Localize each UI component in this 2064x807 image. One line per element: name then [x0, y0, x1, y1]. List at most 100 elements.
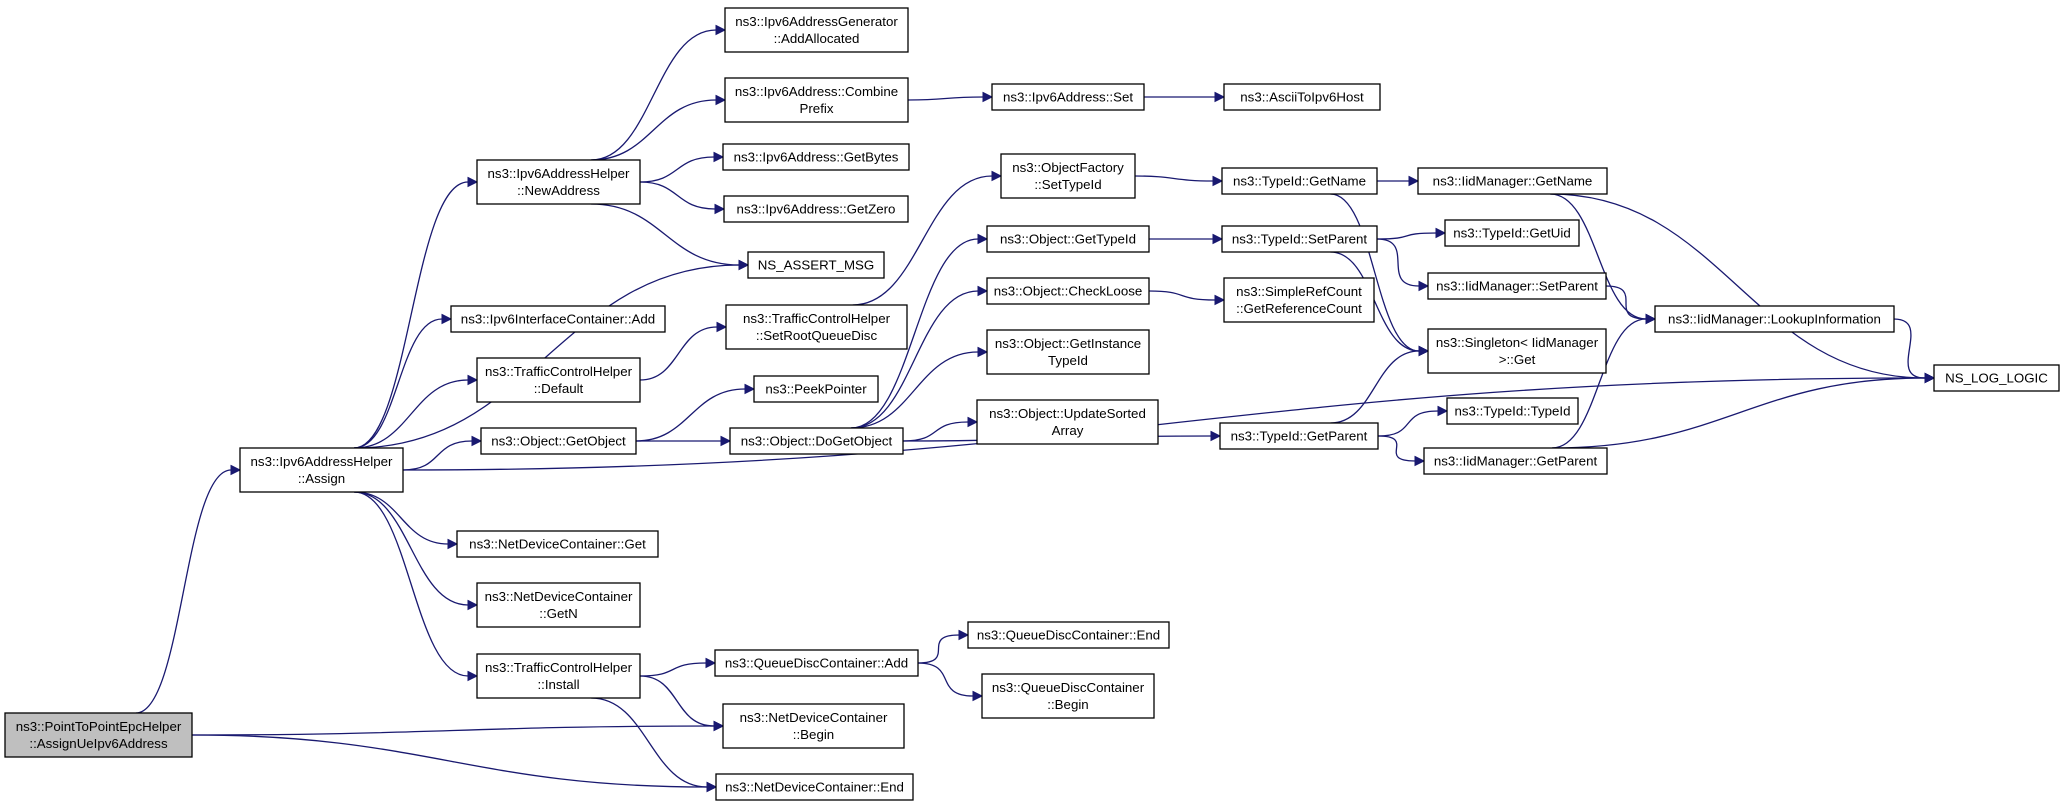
node-label: ns3::SimpleRefCount: [1236, 284, 1362, 299]
node-assign[interactable]: ns3::Ipv6AddressHelper::Assign: [239, 447, 404, 493]
node-obj-gettypeid[interactable]: ns3::Object::GetTypeId: [986, 225, 1150, 253]
node-box: [1221, 225, 1378, 253]
node-typeid-getparent[interactable]: ns3::TypeId::GetParent: [1219, 422, 1379, 450]
node-label: ::GetReferenceCount: [1236, 301, 1362, 316]
node-label: ns3::TypeId::TypeId: [1454, 404, 1570, 419]
node-obj-dogetobject[interactable]: ns3::Object::DoGetObject: [729, 427, 904, 455]
node-typeid-getname[interactable]: ns3::TypeId::GetName: [1221, 167, 1378, 195]
node-objfactory-settypeid[interactable]: ns3::ObjectFactory::SetTypeId: [1000, 153, 1136, 199]
arrowhead: [716, 321, 728, 333]
node-label: ns3::NetDeviceContainer: [485, 589, 633, 604]
node-box: [986, 277, 1150, 305]
node-iidmgr-setparent[interactable]: ns3::IidManager::SetParent: [1427, 272, 1607, 300]
node-ipv6-getbytes[interactable]: ns3::Ipv6Address::GetBytes: [722, 143, 910, 171]
node-label: ::SetRootQueueDisc: [756, 328, 878, 343]
node-obj-checkloose[interactable]: ns3::Object::CheckLoose: [986, 277, 1150, 305]
node-label: ns3::TypeId::SetParent: [1232, 232, 1368, 247]
node-singleton-get[interactable]: ns3::Singleton< IidManager>::Get: [1427, 328, 1607, 374]
call-edge: [635, 388, 746, 442]
node-label: ns3::TypeId::GetUid: [1453, 226, 1571, 241]
node-label: ns3::NetDeviceContainer::Get: [469, 537, 646, 552]
node-typeid-getuid[interactable]: ns3::TypeId::GetUid: [1444, 219, 1580, 247]
node-label: ns3::Object::DoGetObject: [741, 434, 893, 449]
call-edge: [354, 318, 443, 449]
node-label: ns3::NetDeviceContainer: [740, 710, 888, 725]
arrowhead: [1414, 455, 1426, 467]
arrowhead: [467, 670, 479, 682]
node-box: [1444, 219, 1580, 247]
node-asciitoipv6host[interactable]: ns3::AsciiToIpv6Host: [1223, 83, 1381, 111]
call-edge: [591, 29, 717, 161]
node-label: ns3::PointToPointEpcHelper: [16, 719, 182, 734]
arrowhead: [441, 313, 453, 325]
call-edge: [639, 675, 715, 727]
call-edge: [354, 491, 469, 677]
node-tch-default[interactable]: ns3::TrafficControlHelper::Default: [476, 357, 641, 403]
arrowhead: [471, 435, 483, 447]
call-edge: [1605, 285, 1647, 320]
node-ndc-end[interactable]: ns3::NetDeviceContainer::End: [715, 773, 914, 801]
node-iidmgr-getname[interactable]: ns3::IidManager::GetName: [1417, 167, 1608, 195]
node-typeid-typeid[interactable]: ns3::TypeId::TypeId: [1446, 397, 1579, 425]
arrowhead: [977, 285, 989, 297]
call-edge: [1330, 350, 1420, 424]
node-box: [967, 621, 1170, 649]
node-ipv6ic-add[interactable]: ns3::Ipv6InterfaceContainer::Add: [450, 305, 666, 333]
call-edge: [1376, 238, 1420, 287]
node-ndc-getn[interactable]: ns3::NetDeviceContainer::GetN: [476, 582, 641, 628]
node-label: ns3::QueueDiscContainer: [992, 680, 1145, 695]
node-label: ::AssignUeIpv6Address: [29, 736, 168, 751]
arrowhead: [1924, 372, 1936, 384]
arrowhead: [1214, 294, 1226, 306]
arrowhead: [1212, 175, 1224, 187]
node-box: [724, 7, 909, 53]
node-iidmgr-getparent[interactable]: ns3::IidManager::GetParent: [1423, 447, 1608, 475]
arrowhead: [713, 720, 725, 732]
node-ndc-begin[interactable]: ns3::NetDeviceContainer::Begin: [722, 703, 905, 749]
node-label: ns3::IidManager::SetParent: [1436, 279, 1598, 294]
call-edge: [851, 290, 979, 429]
node-qdc-add[interactable]: ns3::QueueDiscContainer::Add: [714, 649, 919, 677]
arrowhead: [705, 657, 717, 669]
node-tch-setroot[interactable]: ns3::TrafficControlHelper::SetRootQueueD…: [725, 304, 908, 350]
arrowhead: [1214, 91, 1226, 103]
node-box: [722, 143, 910, 171]
node-ns-assert[interactable]: NS_ASSERT_MSG: [747, 251, 885, 279]
node-label: Array: [1052, 423, 1084, 438]
node-simplerefcount[interactable]: ns3::SimpleRefCount::GetReferenceCount: [1223, 277, 1375, 323]
node-label: ::AddAllocated: [774, 31, 860, 46]
call-edge: [354, 264, 740, 449]
node-root[interactable]: ns3::PointToPointEpcHelper::AssignUeIpv6…: [4, 712, 193, 758]
node-label: ns3::QueueDiscContainer::End: [977, 628, 1160, 643]
node-qdc-begin[interactable]: ns3::QueueDiscContainer::Begin: [981, 673, 1155, 719]
node-qdc-end[interactable]: ns3::QueueDiscContainer::End: [967, 621, 1170, 649]
node-label: ns3::Ipv6Address::Combine: [735, 84, 898, 99]
node-label: ns3::Ipv6InterfaceContainer::Add: [461, 312, 655, 327]
node-peekpointer[interactable]: ns3::PeekPointer: [753, 375, 879, 403]
node-tch-install[interactable]: ns3::TrafficControlHelper::Install: [476, 653, 641, 699]
node-typeid-setparent[interactable]: ns3::TypeId::SetParent: [1221, 225, 1378, 253]
node-obj-getobject[interactable]: ns3::Object::GetObject: [480, 427, 637, 455]
node-label: ::Assign: [298, 471, 345, 486]
arrowhead: [991, 170, 1003, 182]
node-ndc-get[interactable]: ns3::NetDeviceContainer::Get: [456, 530, 659, 558]
node-ns-log-logic[interactable]: NS_LOG_LOGIC: [1933, 364, 2060, 392]
call-edge: [354, 379, 469, 449]
node-label: ::Default: [534, 381, 584, 396]
node-label: ::Begin: [1047, 697, 1088, 712]
node-ipv6-set[interactable]: ns3::Ipv6Address::Set: [991, 83, 1145, 111]
node-iidmgr-lookup[interactable]: ns3::IidManager::LookupInformation: [1654, 305, 1895, 333]
node-box: [976, 399, 1159, 445]
node-box: [747, 251, 885, 279]
node-box: [986, 225, 1150, 253]
node-ipv6-getzero[interactable]: ns3::Ipv6Address::GetZero: [723, 195, 909, 223]
node-box: [1219, 422, 1379, 450]
arrowhead: [714, 203, 726, 215]
node-addrgen-addalloc[interactable]: ns3::Ipv6AddressGenerator::AddAllocated: [724, 7, 909, 53]
call-edge: [902, 421, 969, 442]
node-label: ns3::IidManager::GetParent: [1434, 454, 1598, 469]
node-newaddr[interactable]: ns3::Ipv6AddressHelper::NewAddress: [476, 159, 641, 205]
